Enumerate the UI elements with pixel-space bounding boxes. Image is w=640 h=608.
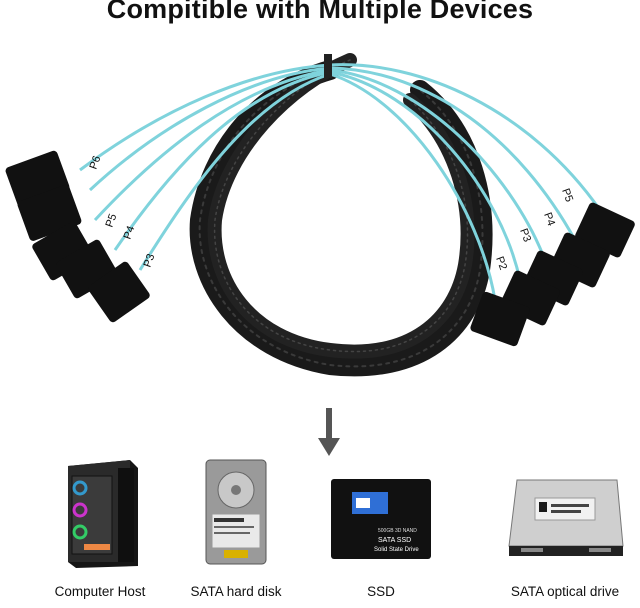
port-label-left: P4	[122, 224, 138, 241]
port-label-right: P5	[559, 187, 575, 204]
device-label: SATA optical drive	[510, 584, 620, 599]
computer-host-icon	[68, 460, 138, 568]
port-label-right: P2	[493, 255, 509, 272]
left-connectors	[5, 150, 150, 323]
right-connectors	[470, 202, 635, 347]
right-wires	[329, 63, 602, 301]
svg-text:500GB 3D NAND: 500GB 3D NAND	[378, 528, 417, 534]
ssd-device: 500GB 3D NAND SATA SSD Solid State Drive	[330, 478, 432, 560]
port-label-left: P5	[104, 212, 120, 229]
optical-drive-device	[505, 476, 625, 562]
port-label-right: P4	[541, 211, 557, 228]
down-arrow-icon	[318, 408, 340, 456]
port-label-left: P3	[142, 252, 158, 269]
computer-host-device	[58, 458, 140, 570]
device-label: Computer Host	[54, 584, 146, 599]
braided-sleeve	[189, 53, 493, 377]
port-label-right: P3	[517, 227, 533, 244]
sata-cable-image: P6 P5 P4 P3 P5 P4 P3 P2	[5, 53, 635, 377]
svg-text:Solid State Drive: Solid State Drive	[374, 547, 419, 553]
hard-disk-icon	[205, 459, 267, 565]
hard-disk-device	[204, 458, 268, 566]
left-wires	[79, 63, 331, 271]
port-label-left: P6	[88, 154, 104, 171]
page-title: Compitible with Multiple Devices	[106, 0, 534, 24]
device-label: SATA hard disk	[190, 584, 282, 599]
device-label: SSD	[367, 584, 395, 599]
ssd-icon: 500GB 3D NAND SATA SSD Solid State Drive	[331, 479, 431, 559]
cable-tie	[324, 54, 332, 78]
svg-text:SATA SSD: SATA SSD	[378, 537, 411, 544]
optical-drive-icon	[508, 479, 624, 556]
